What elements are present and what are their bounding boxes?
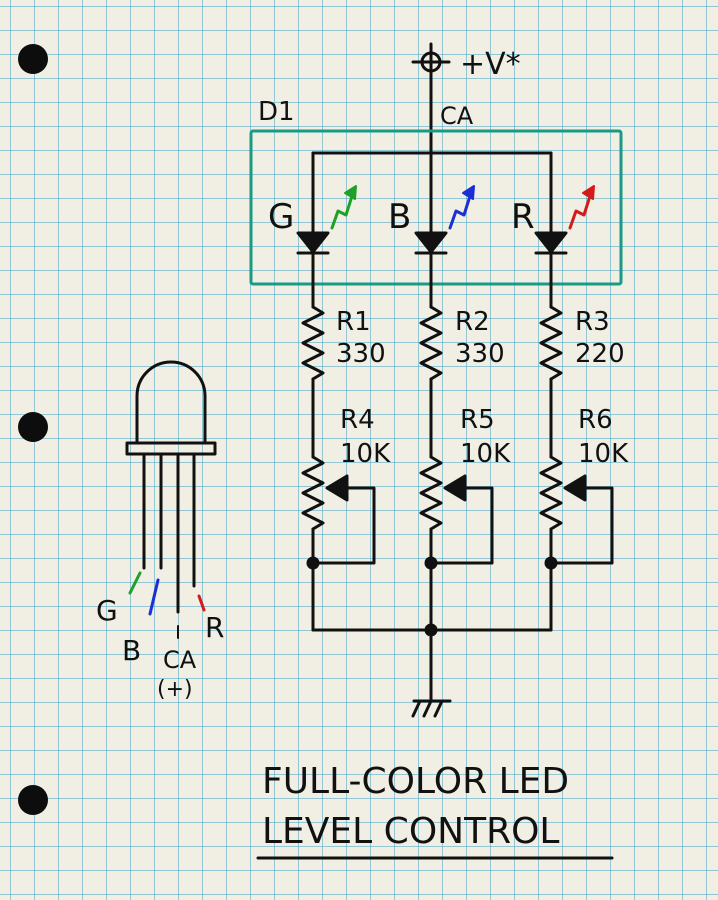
pin-ca-polarity: (+) xyxy=(157,677,193,702)
wiper-b xyxy=(443,474,467,502)
supply-label: +V* xyxy=(460,47,521,82)
resistor-r1 xyxy=(301,305,325,381)
title-line-2: LEVEL CONTROL xyxy=(262,811,559,852)
pin-ca-label: CA xyxy=(163,646,197,674)
channel-b xyxy=(414,185,494,702)
pin-r-lead xyxy=(197,594,206,612)
channel-letter-r: R xyxy=(511,197,535,237)
title-line-1: FULL-COLOR LED xyxy=(262,761,569,802)
diode-b xyxy=(414,231,448,254)
r1-ref: R1 xyxy=(336,307,371,337)
resistor-r2 xyxy=(419,305,443,381)
resistor-r3 xyxy=(539,305,563,381)
pot-r5 xyxy=(419,455,443,531)
channel-r xyxy=(534,151,614,632)
r6-ref: R6 xyxy=(578,405,613,435)
r5-ref: R5 xyxy=(460,405,495,435)
pot-r6 xyxy=(539,455,563,531)
wiper-r xyxy=(563,474,587,502)
led-dome xyxy=(135,360,207,445)
r4-ref: R4 xyxy=(340,405,375,435)
rgb-led-drawing xyxy=(125,360,217,639)
pin-b-label: B xyxy=(122,634,141,667)
r5-value: 10K xyxy=(460,439,511,469)
diode-g xyxy=(296,231,330,254)
light-arrow-b xyxy=(448,194,472,230)
wiper-g xyxy=(325,474,349,502)
ground-junction xyxy=(424,623,438,637)
r6-value: 10K xyxy=(578,439,629,469)
channel-letter-g: G xyxy=(268,197,294,237)
r4-value: 10K xyxy=(340,439,391,469)
channel-g xyxy=(296,151,376,632)
binder-hole-middle xyxy=(18,412,48,442)
pin-g-lead xyxy=(128,571,142,595)
ground-symbol xyxy=(411,699,452,718)
light-arrow-r xyxy=(568,194,592,230)
binder-hole-top xyxy=(18,44,48,74)
r2-ref: R2 xyxy=(455,307,490,337)
r3-ref: R3 xyxy=(575,307,610,337)
designator-label: D1 xyxy=(258,97,295,127)
led-flange xyxy=(125,441,217,456)
binder-hole-bottom xyxy=(18,785,48,815)
channel-letter-b: B xyxy=(388,197,411,237)
common-anode-label: CA xyxy=(440,102,474,130)
pin-r-label: R xyxy=(205,611,224,644)
r1-value: 330 xyxy=(336,339,386,369)
r3-value: 220 xyxy=(575,339,625,369)
pot-r4 xyxy=(301,455,325,531)
r2-value: 330 xyxy=(455,339,505,369)
pin-b-lead xyxy=(148,578,160,616)
led-package-box xyxy=(249,129,623,286)
pin-g-label: G xyxy=(96,594,118,627)
diode-r xyxy=(534,231,568,254)
light-arrow-g xyxy=(330,194,354,230)
